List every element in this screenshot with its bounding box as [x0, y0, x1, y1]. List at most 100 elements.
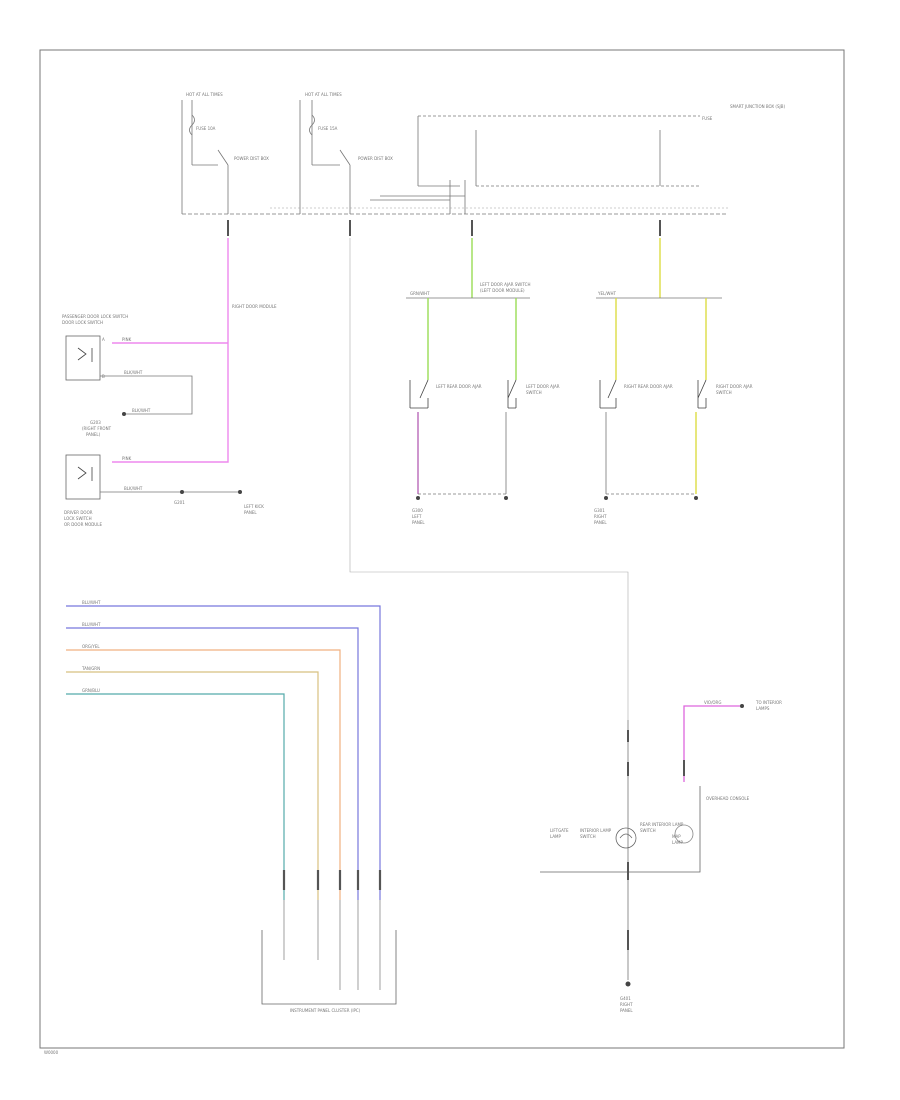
passenger-lock-switch: [65, 335, 101, 381]
passenger-switch-label-1: PASSENGER DOOR LOCK SWITCH: [62, 314, 128, 319]
to-interior-arrow: [740, 704, 744, 708]
right-rear-ajar-switch: [599, 379, 617, 409]
map-lamp-label-b: LAMP: [672, 840, 684, 845]
right-ajar-label: RIGHT DOOR AJAR: [716, 384, 753, 389]
left-ajar-switch: [507, 379, 517, 409]
ipc-module: [261, 930, 397, 1005]
ground-1-label-b: (RIGHT FRONT: [82, 426, 112, 431]
left-ground-point: [416, 496, 420, 500]
blk-wht-label-3: BLK/WHT: [124, 486, 143, 491]
data-link-wire: [349, 238, 629, 720]
left-rear-ajar-switch: [409, 379, 429, 409]
bus-wire-tan: [66, 671, 319, 900]
right-ajar-label-2: SWITCH: [716, 390, 732, 395]
interior-lamp: [615, 827, 637, 849]
ground-wire-1: [100, 375, 193, 415]
bus-wire-teal: [66, 693, 285, 900]
power-feed-2: [299, 100, 351, 214]
smart-junction-box: [370, 115, 700, 214]
blu-wht-label-2: BLU/WHT: [82, 622, 101, 627]
fuse-label-1: FUSE 10A: [196, 126, 216, 131]
footer-code: W0000: [44, 1050, 59, 1055]
driver-switch-symbol: [77, 466, 93, 481]
left-ground-point-2: [504, 496, 508, 500]
rear-interior-lamp-label-b: SWITCH: [640, 828, 656, 833]
driver-lock-switch: [65, 454, 101, 500]
interior-lamp-label: INTERIOR LAMP: [580, 828, 612, 833]
right-rear-ajar-label: RIGHT REAR DOOR AJAR: [624, 384, 673, 389]
left-door-module-label: (LEFT DOOR MODULE): [480, 288, 525, 293]
ground-point-3: [238, 490, 242, 494]
driver-switch-label-1: DRIVER DOOR: [64, 510, 93, 515]
left-rear-ajar-label: LEFT REAR DOOR AJAR: [436, 384, 482, 389]
ground-3-label: G300: [412, 508, 423, 513]
blk-wht-label-2: BLK/WHT: [132, 408, 151, 413]
teal-label: GRN/BLU: [82, 688, 100, 693]
ground-point-2: [180, 490, 184, 494]
pin-a-label: A: [102, 337, 105, 342]
diagram-border: [39, 49, 845, 1049]
ground-4-label: G301: [594, 508, 605, 513]
blu-wht-label-1: BLU/WHT: [82, 600, 101, 605]
ground-4-label-c: PANEL: [594, 520, 607, 525]
map-lamp-label: MAP: [672, 834, 681, 839]
ground-5-label-c: PANEL: [620, 1008, 633, 1013]
pin-b-label: B: [102, 374, 105, 379]
ground-5-label: G401: [620, 996, 631, 1001]
ground-2-label: G201: [174, 500, 185, 505]
bus-wire-orange: [66, 649, 341, 900]
blk-wht-label-1: BLK/WHT: [124, 370, 143, 375]
bus-wire-blue-2: [66, 627, 359, 900]
ground-2-label-b: LEFT KICK: [244, 504, 264, 509]
liftgate-lamp-label-b: LAMP: [550, 834, 562, 839]
ground-3-label-c: PANEL: [412, 520, 425, 525]
right-door-module-label: RIGHT DOOR MODULE: [232, 304, 277, 309]
fuse-label-2: FUSE 15A: [318, 126, 338, 131]
tan-label: TAN/GRN: [81, 666, 100, 671]
hot-at-all-times-label-1: HOT AT ALL TIMES: [186, 92, 223, 97]
ground-3-label-b: LEFT: [412, 514, 422, 519]
yel-wht-label-1: YEL/WHT: [597, 291, 617, 296]
to-interior-label-b: LAMPS: [756, 706, 770, 711]
colored-bus: [66, 605, 381, 900]
pink-wire-label-2: PINK: [122, 456, 132, 461]
left-door-switch-label: LEFT DOOR AJAR SWITCH: [480, 282, 530, 287]
passenger-switch-label-2: DOOR LOCK SWITCH: [62, 320, 103, 325]
interior-lamp-filament: [619, 833, 633, 839]
pink-wire: [112, 238, 229, 463]
passenger-switch-symbol: [77, 347, 93, 362]
bus-connectors: [227, 220, 661, 236]
sjb-label: SMART JUNCTION BOX (SJB): [730, 104, 785, 109]
right-ground-point: [604, 496, 608, 500]
org-label: ORG/YEL: [82, 644, 100, 649]
overhead-console-label: OVERHEAD CONSOLE: [706, 796, 750, 801]
driver-switch-label-3: OR DOOR MODULE: [64, 522, 102, 527]
left-ajar-label-2: SWITCH: [526, 390, 542, 395]
power-feed-1: [181, 100, 229, 214]
rear-interior-lamp-label: REAR INTERIOR LAMP: [640, 822, 684, 827]
ipc-pins: [283, 900, 381, 990]
to-interior-label: TO INTERIOR: [755, 700, 782, 705]
ground-1-label-c: PANEL): [86, 432, 101, 437]
interior-lamp-label-b: SWITCH: [580, 834, 596, 839]
ground-4-label-b: RIGHT: [594, 514, 607, 519]
ipc-label: INSTRUMENT PANEL CLUSTER (IPC): [290, 1008, 361, 1013]
pink-wire-label: PINK: [122, 337, 132, 342]
hot-at-all-times-label-2: HOT AT ALL TIMES: [305, 92, 342, 97]
violet-wire: [683, 705, 740, 782]
violet-wire-label: VIO/ORG: [704, 700, 721, 705]
liftgate-lamp-label: LIFTGATE: [550, 828, 569, 833]
ground-point-1: [122, 412, 126, 416]
console-box: [540, 786, 701, 873]
ground-2-label-c: PANEL: [244, 510, 257, 515]
junction-box-label-2: POWER DIST BOX: [358, 156, 393, 161]
bus-connector-stubs: [282, 870, 382, 890]
console-ground-point: [625, 981, 631, 987]
console-stubs: [627, 730, 685, 776]
right-ajar-switch: [697, 379, 707, 409]
junction-box-label-1: POWER DIST BOX: [234, 156, 269, 161]
right-ground-point-2: [694, 496, 698, 500]
map-lamp: [674, 824, 694, 844]
sjb-fuse-label: FUSE: [702, 116, 713, 121]
